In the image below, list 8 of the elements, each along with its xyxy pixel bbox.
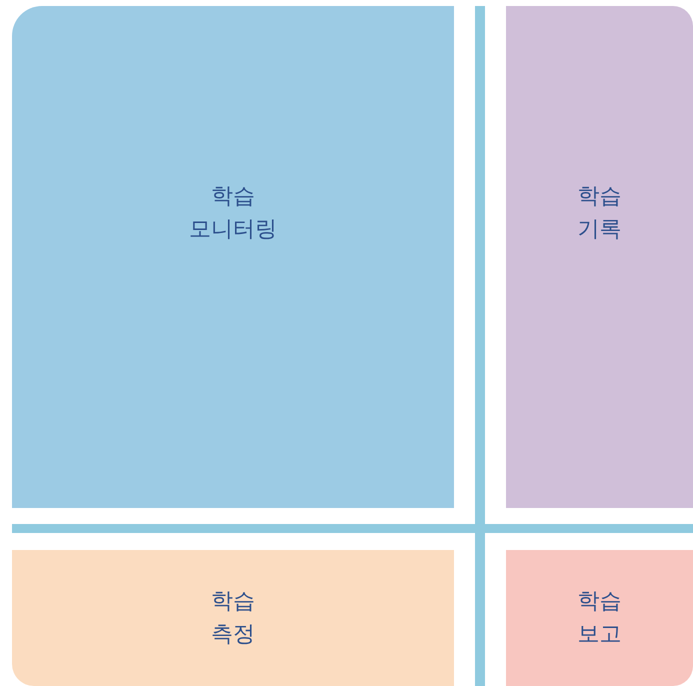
- panel: [12, 6, 454, 508]
- panel: [506, 6, 693, 508]
- panel-label: 학습 기록: [578, 183, 622, 244]
- panel-label: 학습 보고: [578, 588, 622, 649]
- panel-label: 학습 측정: [211, 588, 255, 649]
- panel-label: 학습 모니터링: [189, 183, 277, 244]
- panel: [506, 550, 693, 686]
- panel: [12, 550, 454, 686]
